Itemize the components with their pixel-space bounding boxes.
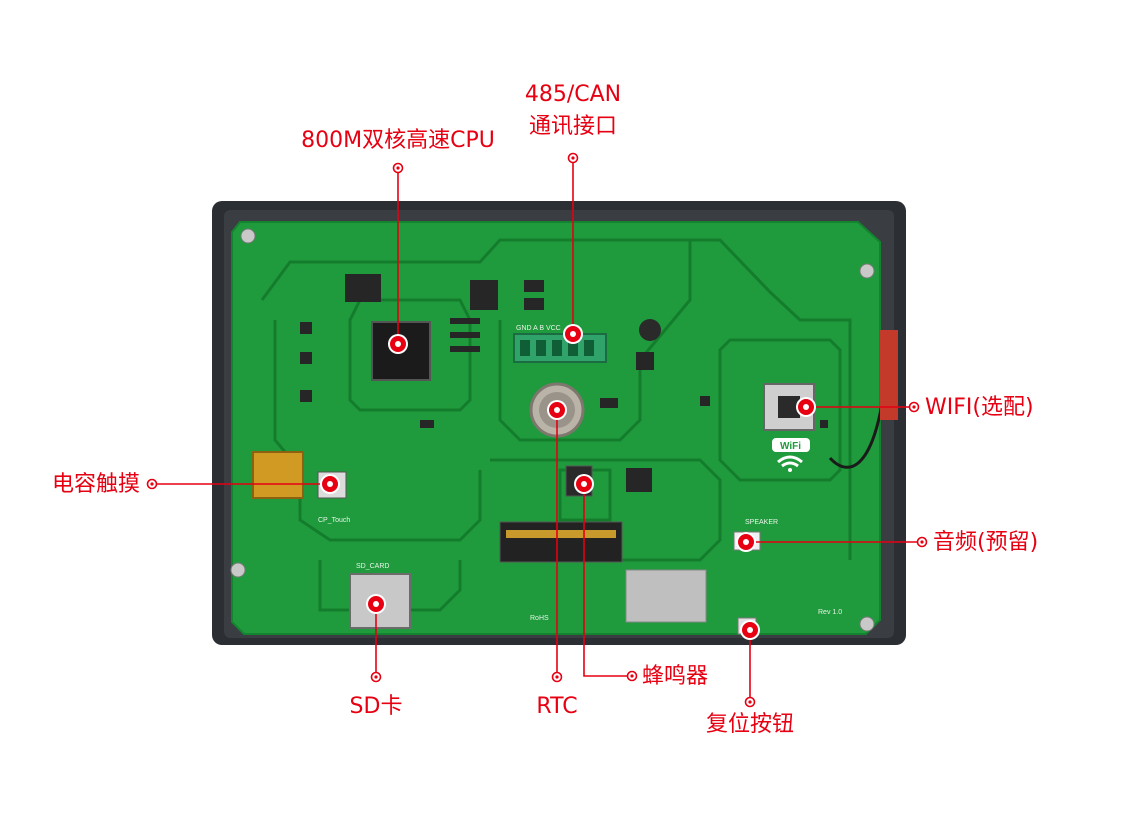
rev-silkscreen: Rev 1.0 [818, 609, 842, 616]
comm-target-icon [563, 324, 583, 344]
sd-target-icon [366, 594, 386, 614]
audio-target-icon [736, 532, 756, 552]
touch-target-icon [320, 474, 340, 494]
mount-hole [240, 228, 256, 244]
comm-callout-label-line2: 通讯接口 [528, 114, 617, 139]
sd-silkscreen: SD_CARD [356, 563, 389, 570]
cpu-chip [371, 321, 431, 381]
wifi-dot [788, 468, 792, 472]
cpu-callout-label: 800M双核高速CPU [301, 128, 495, 153]
lcd-fpc-connector [499, 521, 623, 563]
antenna-red-tape [880, 330, 898, 420]
wifi-chip [778, 396, 800, 418]
reset-callout-label: 复位按钮 [705, 712, 794, 737]
touch-connector [252, 451, 304, 499]
comm-callout-label-line1: 485/CAN [524, 82, 622, 107]
terminal-silkscreen: GND A B VCC [516, 325, 561, 332]
rtc-callout-label: RTC [536, 694, 578, 719]
reset-target-icon [740, 620, 760, 640]
rohs-silkscreen: RoHS [530, 615, 549, 622]
mount-hole [859, 263, 875, 279]
inductor [639, 319, 661, 341]
wifi-logo-text: WiFi [780, 441, 801, 452]
mount-hole [859, 616, 875, 632]
callout-markers [146, 152, 928, 708]
wifi-arcs-icon [777, 455, 803, 468]
audio-callout-label: 音频(预留) [933, 530, 1039, 555]
terminal-pins [520, 340, 594, 356]
wifi-callout-label: WIFI(选配) [925, 395, 1034, 420]
lcd-fpc-gold [506, 530, 616, 538]
small-components [300, 274, 828, 492]
wifi-target-icon [796, 397, 816, 417]
sd-callout-label: SD卡 [349, 694, 403, 719]
touch-callout-label: 电容触摸 [51, 472, 140, 497]
pcb-traces [260, 238, 852, 612]
rtc-target-icon [547, 400, 567, 420]
cutout-window [625, 569, 707, 623]
wifi-logo-box [772, 438, 810, 452]
speaker-silkscreen: SPEAKER [745, 519, 778, 526]
mount-hole [230, 562, 246, 578]
buzzer-callout-label: 蜂鸣器 [642, 664, 709, 689]
cpu-target-icon [388, 334, 408, 354]
callout-lines [152, 158, 920, 700]
buzzer-target-icon [574, 474, 594, 494]
touch-silkscreen: CP_Touch [318, 517, 350, 524]
